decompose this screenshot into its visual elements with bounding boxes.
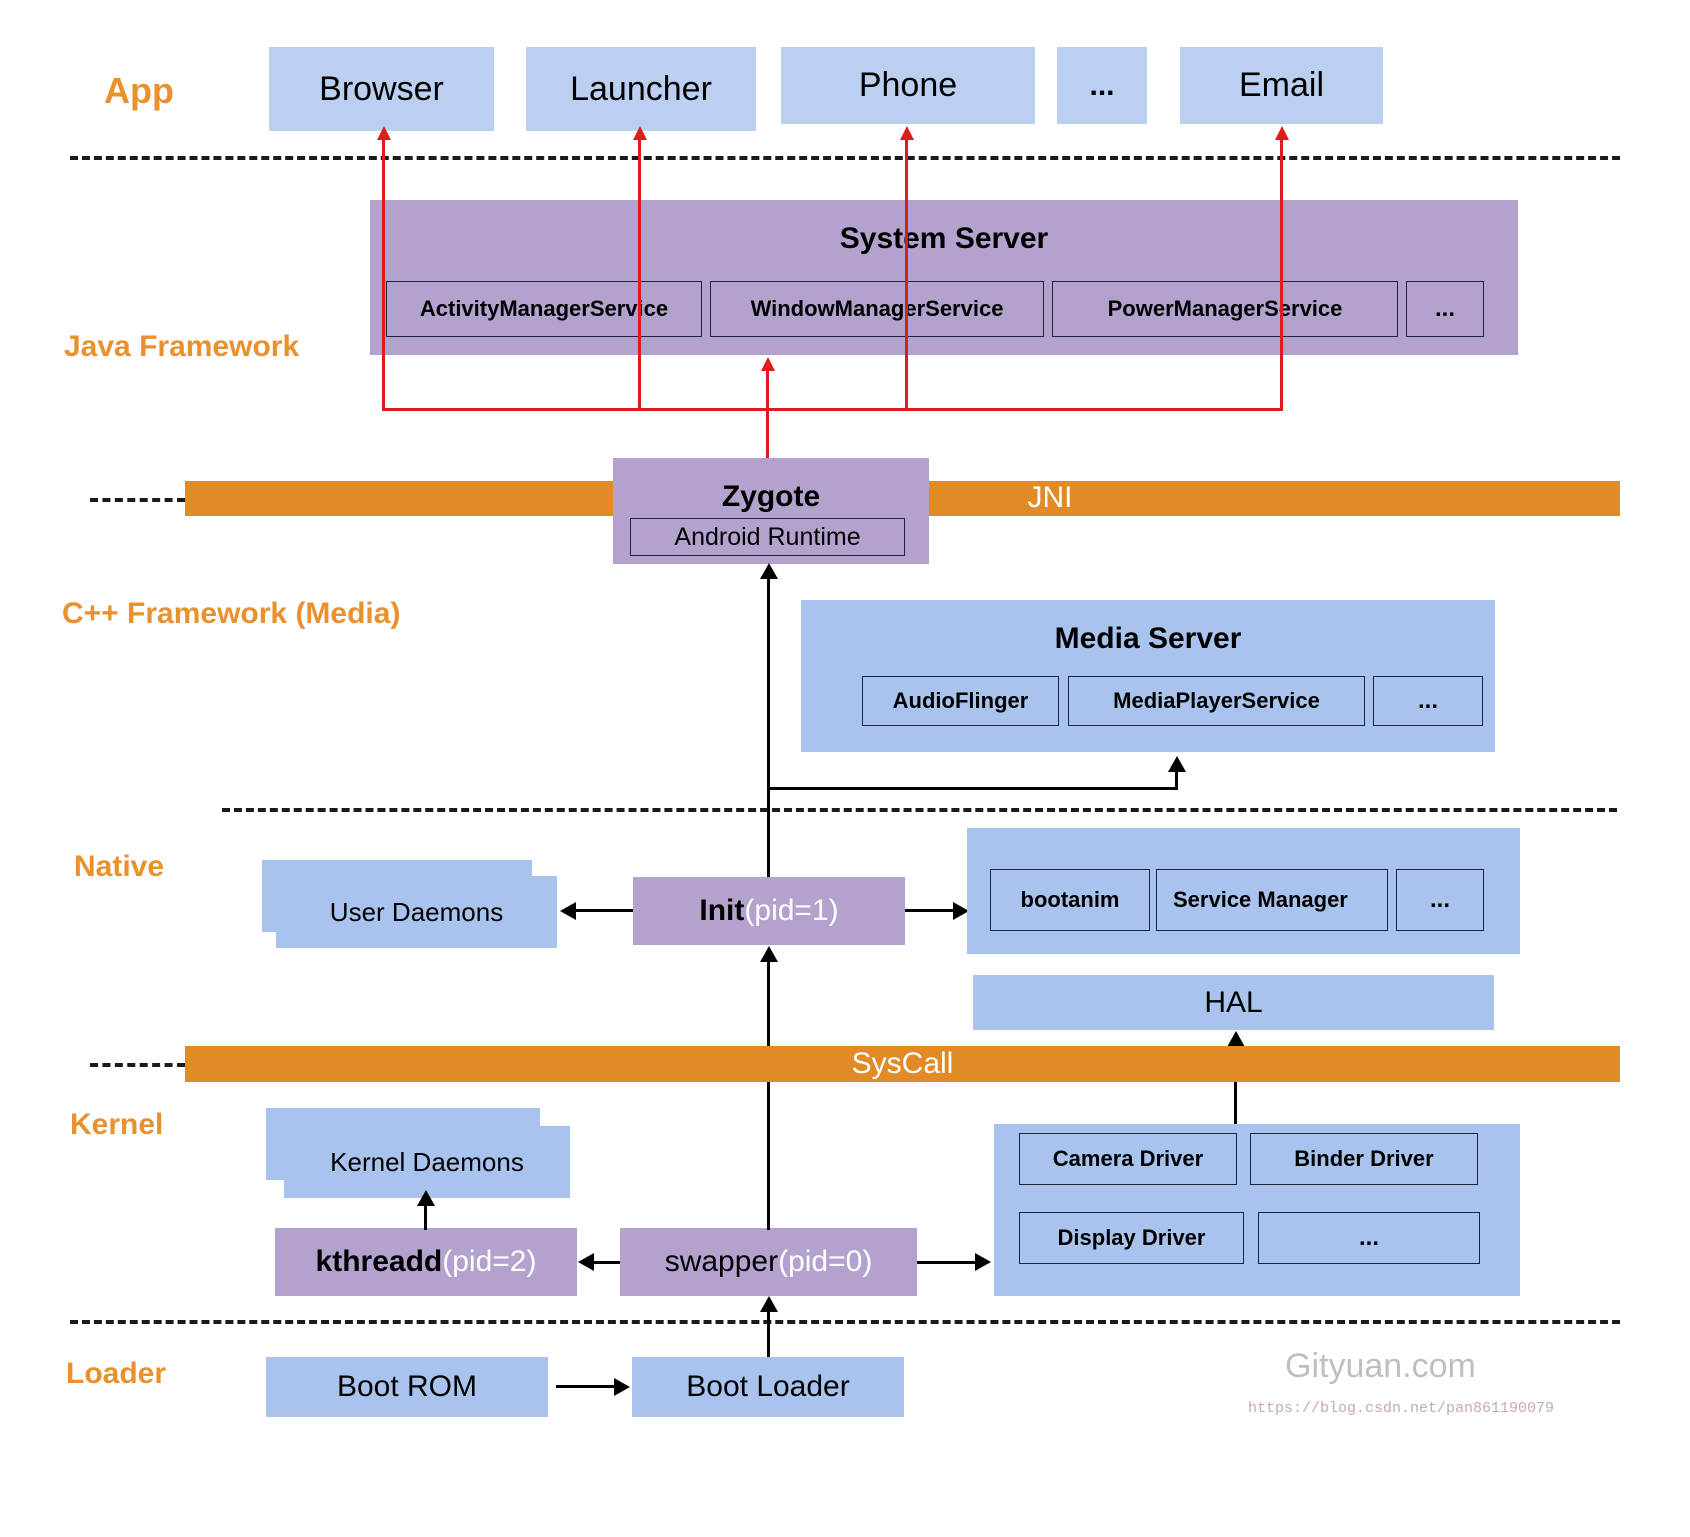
line-driver-to-hal <box>1234 1046 1237 1131</box>
app-phone[interactable]: Phone <box>781 47 1035 124</box>
kernel-daemons-front-card[interactable]: Kernel Daemons <box>284 1126 570 1198</box>
line-swapper-upward <box>767 1082 770 1230</box>
driver-ellipsis[interactable]: ... <box>1258 1212 1480 1264</box>
site-watermark: Gityuan.com <box>1285 1347 1476 1385</box>
kthreadd-process-pid: (pid=2) <box>442 1245 537 1278</box>
red-line-zygote-to-system-server <box>766 369 769 465</box>
red-arrow-phone <box>900 126 914 140</box>
line-init-bus-horizontal <box>767 787 1178 790</box>
arrow-swapper-to-kthreadd <box>578 1253 594 1271</box>
arrow-bootrom-to-bootloader <box>614 1378 630 1396</box>
line-swapper-to-drivers <box>917 1261 977 1264</box>
line-swapper-to-kthreadd <box>594 1261 620 1264</box>
arrow-swapper-to-drivers <box>975 1253 991 1271</box>
line-bootrom-to-bootloader <box>556 1385 616 1388</box>
arrow-to-media-server <box>1168 756 1186 772</box>
layer-label-app: App <box>104 70 174 111</box>
swapper-process-name: swapper <box>664 1245 779 1278</box>
media-service-mediaplayerservice[interactable]: MediaPlayerService <box>1068 676 1365 726</box>
layer-label-native: Native <box>74 850 165 883</box>
red-line-browser-vertical <box>382 139 385 410</box>
line-init-to-zygote <box>767 578 770 878</box>
init-process-box[interactable]: Init(pid=1) <box>633 877 905 945</box>
zygote-title: Zygote <box>721 480 821 513</box>
init-process-pid: (pid=1) <box>744 894 839 927</box>
system-service-power-manager[interactable]: PowerManagerService <box>1052 281 1398 337</box>
line-bus-to-media-server <box>1175 770 1178 790</box>
arrow-init-to-zygote <box>760 563 778 579</box>
red-line-phone-vertical <box>905 139 908 410</box>
app-launcher[interactable]: Launcher <box>526 47 756 131</box>
red-line-launcher-vertical <box>638 139 641 410</box>
divider-syscall-left <box>90 1063 185 1067</box>
source-url-watermark: https://blog.csdn.net/pan861190079 <box>1248 1400 1555 1417</box>
layer-label-cpp-framework: C++ Framework (Media) <box>62 597 401 630</box>
line-init-to-native-services <box>905 909 955 912</box>
app-browser[interactable]: Browser <box>269 47 494 131</box>
boot-loader-box[interactable]: Boot Loader <box>632 1357 904 1417</box>
layer-label-java-framework: Java Framework <box>64 330 300 363</box>
syscall-band: SysCall <box>185 1046 1620 1082</box>
driver-binder[interactable]: Binder Driver <box>1250 1133 1478 1185</box>
divider-cpp-native <box>222 808 1617 812</box>
boot-rom-box[interactable]: Boot ROM <box>266 1357 548 1417</box>
red-arrow-browser <box>377 126 391 140</box>
kthreadd-process-box[interactable]: kthreadd(pid=2) <box>275 1228 577 1296</box>
user-daemons-front-card[interactable]: User Daemons <box>276 876 557 948</box>
hal-box[interactable]: HAL <box>973 975 1494 1030</box>
init-process-name: Init <box>699 894 745 927</box>
system-service-window-manager[interactable]: WindowManagerService <box>710 281 1044 337</box>
line-kthreadd-to-kernel-daemons <box>424 1205 427 1230</box>
media-service-audioflinger[interactable]: AudioFlinger <box>862 676 1059 726</box>
driver-display[interactable]: Display Driver <box>1019 1212 1244 1264</box>
media-service-ellipsis[interactable]: ... <box>1373 676 1483 726</box>
divider-zygote-left <box>90 498 185 502</box>
kthreadd-process-name: kthreadd <box>315 1245 443 1278</box>
red-arrow-launcher <box>633 126 647 140</box>
divider-kernel-loader <box>70 1320 1620 1324</box>
native-service-ellipsis[interactable]: ... <box>1396 869 1484 931</box>
red-line-email-vertical <box>1280 139 1283 410</box>
arrow-driver-to-hal <box>1227 1031 1245 1047</box>
red-bus-horizontal <box>382 408 1283 411</box>
line-syscall-to-init <box>767 960 770 1065</box>
red-arrow-system-server <box>761 357 775 371</box>
app-email[interactable]: Email <box>1180 47 1383 124</box>
native-service-service-manager[interactable]: Service Manager <box>1156 869 1388 931</box>
arrow-init-to-native-services <box>953 902 969 920</box>
kernel-daemons-stack[interactable]: Kernel Daemons <box>266 1108 578 1202</box>
app-ellipsis[interactable]: ... <box>1057 47 1147 124</box>
arrow-init-to-user-daemons <box>560 902 576 920</box>
arrow-syscall-to-init <box>760 946 778 962</box>
line-bootloader-to-swapper <box>767 1310 770 1364</box>
driver-camera[interactable]: Camera Driver <box>1019 1133 1237 1185</box>
media-server-title: Media Server <box>1054 622 1242 655</box>
system-service-activity-manager[interactable]: ActivityManagerService <box>386 281 702 337</box>
system-server-title: System Server <box>839 222 1049 255</box>
arrow-bootloader-to-swapper <box>760 1296 778 1312</box>
swapper-process-pid: (pid=0) <box>778 1245 873 1278</box>
android-runtime-box[interactable]: Android Runtime <box>630 518 905 556</box>
swapper-process-box[interactable]: swapper(pid=0) <box>620 1228 917 1296</box>
layer-label-loader: Loader <box>66 1357 167 1390</box>
layer-label-kernel: Kernel <box>70 1108 164 1141</box>
native-service-bootanim[interactable]: bootanim <box>990 869 1150 931</box>
divider-app-java <box>70 156 1620 160</box>
red-arrow-email <box>1275 126 1289 140</box>
line-init-to-user-daemons <box>576 909 633 912</box>
system-service-ellipsis[interactable]: ... <box>1406 281 1484 337</box>
arrow-kthreadd-to-kernel-daemons <box>417 1190 435 1206</box>
user-daemons-stack[interactable]: User Daemons <box>262 860 560 950</box>
jni-band-label: JNI <box>1027 481 1073 514</box>
